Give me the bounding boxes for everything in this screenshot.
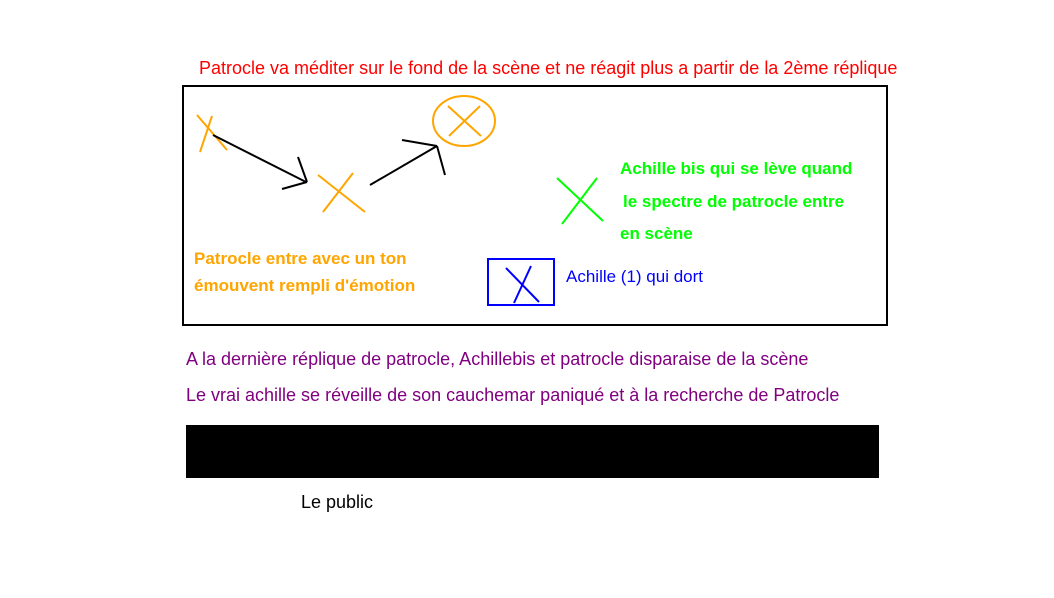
achille-bis-label-line: le spectre de patrocle entre — [623, 191, 845, 211]
wake-up-note: Le vrai achille se réveille de son cauch… — [186, 385, 840, 405]
patrocle-cross-icon-middle — [317, 172, 366, 213]
achille-one-boxed-cross-icon — [487, 258, 555, 306]
top-note: Patrocle va méditer sur le fond de la sc… — [199, 58, 898, 78]
achille-bis-cross-icon — [556, 177, 604, 225]
arrow-icon-second — [369, 139, 446, 186]
achille-one-label: Achille (1) qui dort — [566, 267, 704, 286]
last-reply-note: A la dernière réplique de patrocle, Achi… — [186, 349, 809, 369]
patrocle-circled-cross-icon — [432, 95, 496, 147]
patrocle-label-line: émouvent rempli d'émotion — [194, 276, 416, 295]
achille-bis-label-line: en scène — [620, 224, 693, 243]
achille-bis-label-line: Achille bis qui se lève quand — [620, 159, 853, 178]
patrocle-label: Patrocle entre avec un ton émouvent remp… — [194, 245, 415, 299]
patrocle-label-line: Patrocle entre avec un ton — [194, 249, 407, 268]
stage-box — [182, 85, 888, 326]
arrow-icon-first — [212, 134, 308, 190]
audience-bar — [186, 425, 879, 478]
patrocle-cross-icon-start — [196, 114, 228, 153]
achille-bis-label: Achille bis qui se lève quand le spectre… — [620, 153, 852, 251]
audience-label: Le public — [301, 492, 374, 512]
